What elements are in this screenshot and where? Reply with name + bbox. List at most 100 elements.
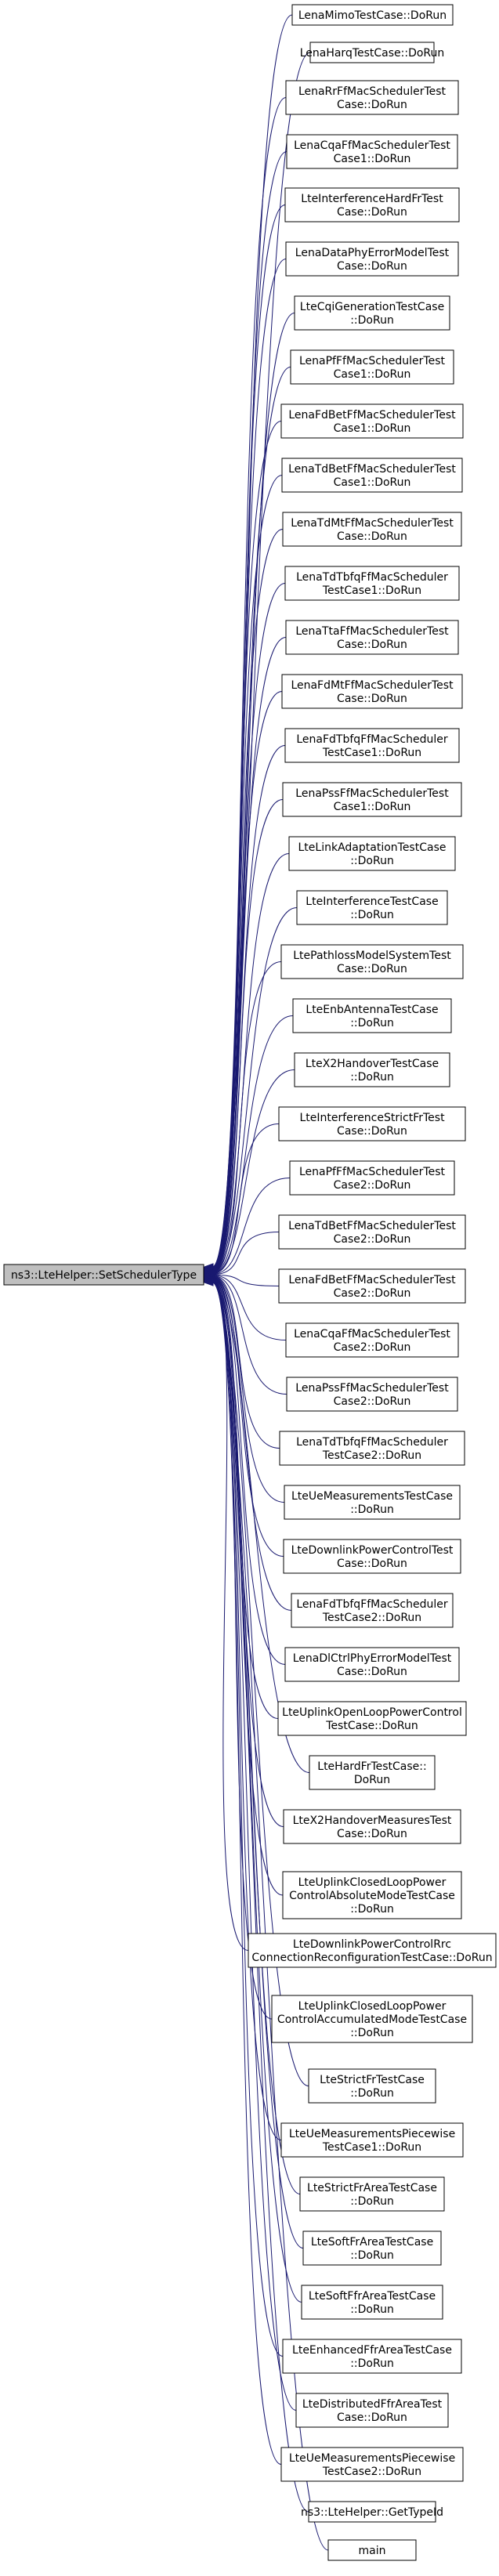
caller-node[interactable]: LteEnhancedFfrAreaTestCase::DoRun bbox=[282, 2339, 462, 2374]
caller-node-label: TestCase1::DoRun bbox=[322, 2141, 421, 2154]
caller-node[interactable]: LteSoftFfrAreaTestCase::DoRun bbox=[301, 2285, 443, 2320]
caller-node[interactable]: main bbox=[327, 2539, 417, 2561]
caller-node-label: LteDistributedFfrAreaTest bbox=[302, 2398, 443, 2411]
caller-node-box bbox=[280, 2447, 464, 2482]
caller-node-label: LenaTdTbfqFfMacScheduler bbox=[296, 1436, 448, 1449]
call-edge bbox=[212, 961, 282, 1274]
caller-node-label: LenaFdBetFfMacSchedulerTest bbox=[288, 1274, 456, 1286]
caller-node-label: ::DoRun bbox=[350, 2195, 394, 2208]
caller-node-label: ::DoRun bbox=[350, 1503, 394, 1516]
caller-node[interactable]: LteUplinkOpenLoopPowerControlTestCase::D… bbox=[277, 1701, 467, 1736]
caller-node[interactable]: LteUplinkClosedLoopPowerControlAbsoluteM… bbox=[282, 1871, 462, 1919]
caller-node-box bbox=[302, 2230, 442, 2266]
caller-node-label: LenaFdTbfqFfMacScheduler bbox=[296, 1598, 447, 1611]
caller-node-label: LenaTdMtFfMacSchedulerTest bbox=[291, 517, 454, 530]
caller-node-label: TestCase2::DoRun bbox=[322, 1449, 421, 1462]
caller-node-label: Case2::DoRun bbox=[334, 1395, 411, 1408]
caller-node[interactable]: LteLinkAdaptationTestCase::DoRun bbox=[288, 836, 456, 871]
caller-node[interactable]: LteCqiGenerationTestCase::DoRun bbox=[294, 295, 450, 331]
caller-node[interactable]: LteHardFrTestCase::DoRun bbox=[309, 1755, 436, 1790]
call-edge bbox=[212, 1280, 284, 2357]
caller-node[interactable]: LteSoftFrAreaTestCase::DoRun bbox=[302, 2230, 442, 2266]
call-edge bbox=[212, 1275, 287, 1340]
caller-node-label: LteHardFrTestCase:: bbox=[317, 1760, 426, 1773]
call-edge bbox=[212, 1275, 285, 1503]
call-edge bbox=[212, 259, 287, 1269]
caller-node-box bbox=[284, 1485, 461, 1520]
caller-node-label: LenaMimoTestCase::DoRun bbox=[298, 9, 447, 22]
caller-node-box bbox=[281, 458, 463, 493]
caller-node-box bbox=[285, 620, 459, 655]
caller-node-label: LteSoftFrAreaTestCase bbox=[311, 2236, 433, 2249]
caller-node-label: LenaPfFfMacSchedulerTest bbox=[299, 1166, 445, 1178]
caller-node[interactable]: LteDownlinkPowerControlRrcConnectionReco… bbox=[248, 1933, 497, 1968]
caller-node-box bbox=[278, 1268, 466, 1304]
caller-node-label: LteUplinkClosedLoopPower bbox=[298, 2000, 447, 2013]
caller-node-label: ::DoRun bbox=[350, 855, 394, 867]
caller-node-label: Case::DoRun bbox=[337, 2411, 407, 2424]
caller-node-label: LteInterferenceStrictFrTest bbox=[299, 1112, 445, 1124]
caller-node[interactable]: LenaHarqTestCase::DoRun bbox=[300, 42, 445, 63]
caller-node-label: LteInterferenceTestCase bbox=[306, 895, 438, 908]
caller-node[interactable]: LteStrictFrTestCase::DoRun bbox=[308, 2068, 436, 2104]
caller-node-label: ::DoRun bbox=[350, 2087, 394, 2100]
caller-node[interactable]: LteUeMeasurementsTestCase::DoRun bbox=[284, 1485, 461, 1520]
caller-node[interactable]: LteUeMeasurementsPiecewiseTestCase1::DoR… bbox=[280, 2122, 464, 2158]
caller-node[interactable]: LteEnbAntennaTestCase::DoRun bbox=[292, 998, 452, 1033]
caller-node-box bbox=[277, 1701, 467, 1736]
caller-node[interactable]: LteInterferenceTestCase::DoRun bbox=[296, 890, 448, 925]
call-edge bbox=[212, 1232, 280, 1275]
caller-node-label: ::DoRun bbox=[350, 909, 394, 921]
caller-node-label: ns3::LteHelper::GetTypeId bbox=[301, 2506, 443, 2519]
caller-node-box bbox=[284, 187, 460, 223]
caller-node-box bbox=[283, 1539, 461, 1574]
caller-node[interactable]: LteStrictFrAreaTestCase::DoRun bbox=[299, 2176, 445, 2212]
call-edge bbox=[212, 1275, 280, 1449]
caller-node-label: ControlAbsoluteModeTestCase bbox=[289, 1890, 455, 1902]
root-function-node-label: ns3::LteHelper::SetSchedulerType bbox=[11, 1269, 197, 1282]
caller-node-label: TestCase2::DoRun bbox=[322, 1612, 421, 1624]
caller-node-box bbox=[285, 80, 459, 115]
caller-node[interactable]: LteUplinkClosedLoopPowerControlAccumulat… bbox=[271, 1995, 473, 2043]
caller-node-label: LteStrictFrAreaTestCase bbox=[307, 2182, 437, 2194]
call-edge bbox=[212, 529, 284, 1271]
caller-node[interactable]: LenaMimoTestCase::DoRun bbox=[291, 4, 454, 26]
caller-node-label: ::DoRun bbox=[350, 2249, 394, 2262]
caller-node[interactable]: LteX2HandoverTestCase::DoRun bbox=[294, 1052, 450, 1087]
root-function-node[interactable]: ns3::LteHelper::SetSchedulerType bbox=[3, 1264, 204, 1286]
caller-node-box bbox=[299, 2176, 445, 2212]
caller-node[interactable]: ns3::LteHelper::GetTypeId bbox=[301, 2501, 443, 2523]
caller-node-label: LenaHarqTestCase::DoRun bbox=[300, 47, 445, 60]
caller-node[interactable]: LteUeMeasurementsPiecewiseTestCase2::DoR… bbox=[280, 2447, 464, 2482]
caller-node-label: Case1::DoRun bbox=[334, 476, 411, 489]
caller-node-box bbox=[289, 1160, 455, 1196]
caller-node-label: Case::DoRun bbox=[337, 99, 407, 111]
caller-node-label: LteLinkAdaptationTestCase bbox=[298, 841, 447, 854]
